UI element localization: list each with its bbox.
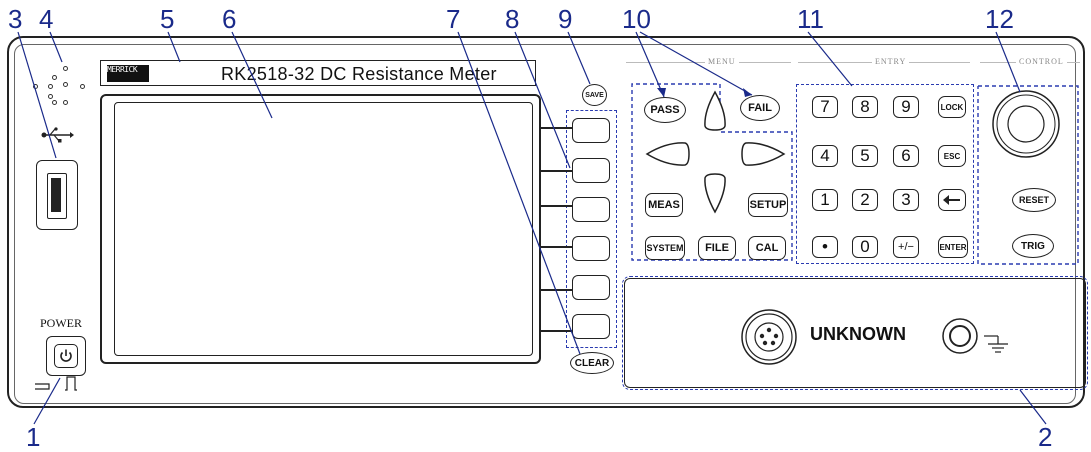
entry-section-label: ENTRY (872, 57, 910, 66)
softkey-1[interactable] (572, 118, 610, 143)
power-button[interactable] (46, 336, 86, 376)
up-arrow-key[interactable] (702, 90, 728, 132)
terminal-outline (622, 276, 1088, 390)
leader-11 (807, 31, 853, 87)
key-8[interactable]: 8 (852, 96, 878, 118)
callout-4: 4 (39, 4, 54, 34)
softkey-6[interactable] (572, 314, 610, 339)
key-6[interactable]: 6 (893, 145, 919, 167)
softkey-3[interactable] (572, 197, 610, 222)
softkey-tick (541, 170, 572, 172)
key-decimal[interactable]: • (812, 236, 838, 258)
ground-terminal[interactable] (940, 316, 980, 356)
softkey-5[interactable] (572, 275, 610, 300)
key-3[interactable]: 3 (893, 189, 919, 211)
unknown-connector[interactable] (740, 308, 798, 366)
leader-2 (1019, 389, 1047, 425)
leader-10a (635, 31, 665, 98)
key-7[interactable]: 7 (812, 96, 838, 118)
lock-button[interactable]: LOCK (938, 96, 966, 118)
model-title-bar: MERRICK RK2518-32 DC Resistance Meter (100, 60, 536, 86)
softkey-4[interactable] (572, 236, 610, 261)
leader-8 (514, 31, 571, 169)
power-icon (60, 349, 72, 362)
usb-port[interactable] (36, 160, 78, 230)
unknown-terminal-label: UNKNOWN (810, 324, 906, 344)
terminal-panel (624, 278, 1086, 388)
trig-button[interactable]: TRIG (1012, 234, 1054, 258)
leader-6 (231, 31, 273, 119)
key-2[interactable]: 2 (852, 189, 878, 211)
meas-button[interactable]: MEAS (645, 193, 683, 217)
reset-button[interactable]: RESET (1012, 188, 1056, 212)
leader-10b (639, 31, 753, 96)
system-button[interactable]: SYSTEM (645, 236, 685, 260)
right-arrow-key[interactable] (740, 140, 786, 168)
down-arrow-key[interactable] (702, 172, 728, 214)
menu-keys-outline (631, 83, 793, 261)
leader-3 (17, 31, 57, 159)
callout-8: 8 (505, 4, 520, 34)
leader-1 (33, 377, 61, 425)
softkey-2[interactable] (572, 158, 610, 183)
key-4[interactable]: 4 (812, 145, 838, 167)
softkey-tick (541, 127, 572, 129)
callout-6: 6 (222, 4, 237, 34)
leader-9 (567, 31, 591, 85)
callout-5: 5 (160, 4, 175, 34)
clear-button[interactable]: CLEAR (570, 352, 614, 374)
power-on-symbol (65, 376, 77, 391)
setup-button[interactable]: SETUP (748, 193, 788, 217)
callout-9: 9 (558, 4, 573, 34)
key-9[interactable]: 9 (893, 96, 919, 118)
callout-2: 2 (1038, 422, 1053, 452)
key-plus-minus[interactable]: +/− (893, 236, 919, 258)
softkey-group (566, 110, 617, 348)
entry-keys-outline (796, 84, 974, 264)
leader-5 (167, 31, 181, 63)
leader-12 (995, 31, 1021, 93)
key-5[interactable]: 5 (852, 145, 878, 167)
rotary-knob[interactable] (990, 88, 1062, 160)
backspace-button[interactable] (938, 189, 966, 211)
callout-7: 7 (446, 4, 461, 34)
power-off-symbol (35, 383, 50, 390)
panel-inner-frame (14, 44, 1076, 404)
esc-button[interactable]: ESC (938, 145, 966, 167)
menu-section-label: MENU (705, 57, 739, 66)
control-section-label: CONTROL (1016, 57, 1067, 66)
softkey-tick (541, 330, 572, 332)
brand-logo: MERRICK (107, 65, 149, 82)
callout-3: 3 (8, 4, 23, 34)
backspace-arrow-icon (943, 195, 960, 205)
file-button[interactable]: FILE (698, 236, 736, 260)
model-title: RK2518-32 DC Resistance Meter (221, 64, 497, 84)
key-1[interactable]: 1 (812, 189, 838, 211)
ground-icon (984, 335, 1008, 353)
key-0[interactable]: 0 (852, 236, 878, 258)
leader-7 (457, 31, 581, 355)
save-button[interactable]: SAVE (582, 84, 607, 106)
callout-10: 10 (622, 4, 651, 34)
callout-12: 12 (985, 4, 1014, 34)
callout-11: 11 (797, 4, 824, 34)
softkey-tick (541, 289, 572, 291)
power-label: POWER (40, 316, 82, 330)
enter-button[interactable]: ENTER (938, 236, 968, 258)
fail-button[interactable]: FAIL (740, 95, 780, 121)
usb-icon (41, 127, 74, 143)
softkey-tick (541, 205, 572, 207)
callout-1: 1 (26, 422, 41, 452)
cal-button[interactable]: CAL (748, 236, 786, 260)
pass-button[interactable]: PASS (644, 97, 686, 123)
leader-4 (49, 31, 63, 63)
left-arrow-key[interactable] (645, 140, 691, 168)
softkey-tick (541, 246, 572, 248)
